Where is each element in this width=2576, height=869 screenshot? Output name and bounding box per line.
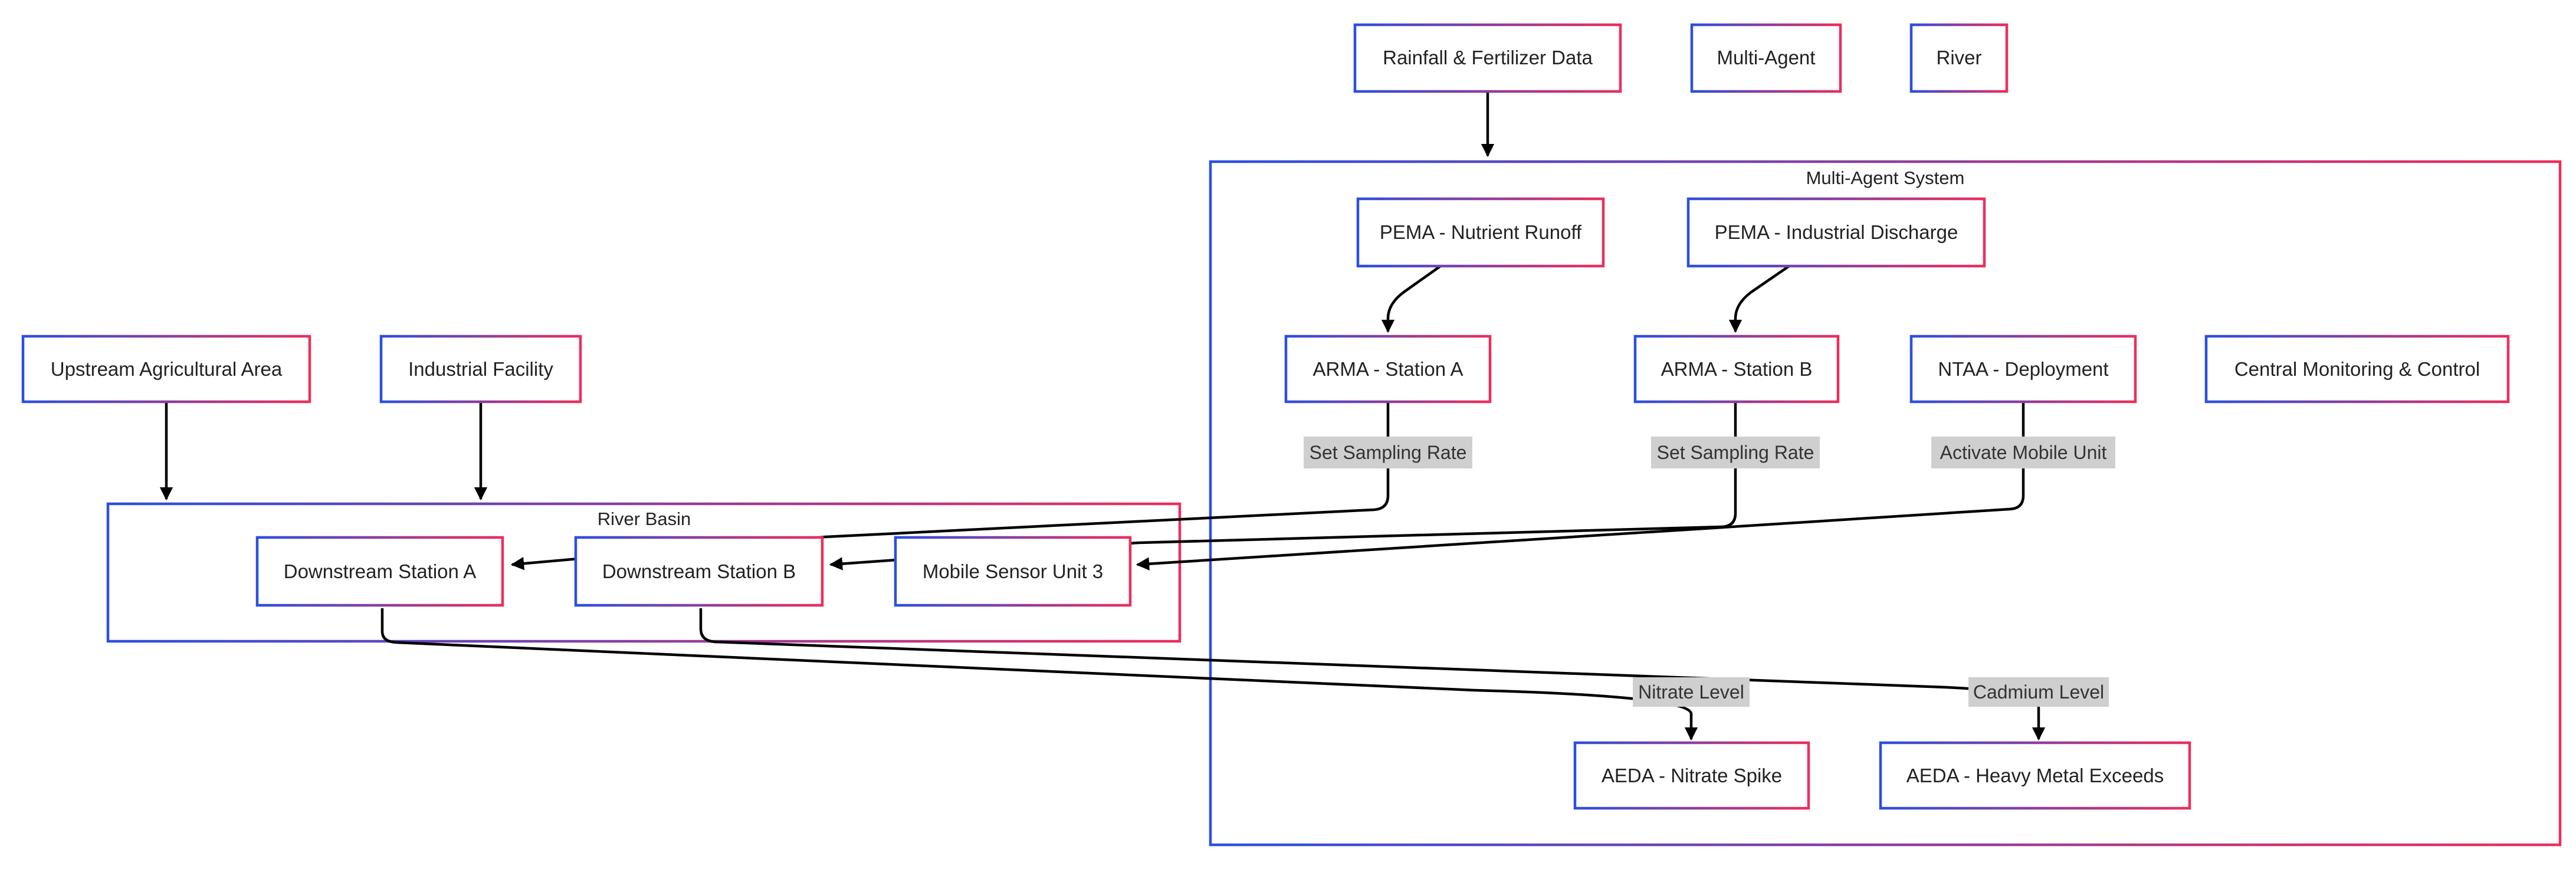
svg-text:Rainfall & Fertilizer Data: Rainfall & Fertilizer Data [1383,47,1593,68]
edge-pema-nutrient-to-arma-a [1381,265,1442,333]
svg-text:River: River [1936,47,1981,68]
svg-text:Set Sampling Rate: Set Sampling Rate [1657,442,1814,463]
svg-text:ARMA - Station B: ARMA - Station B [1661,358,1813,380]
svg-text:Set Sampling Rate: Set Sampling Rate [1310,442,1467,463]
edge-downstream-b-to-aeda-metal [699,608,2046,741]
group-multi-agent-system: Multi-Agent System [1209,160,2562,847]
svg-text:Downstream Station B: Downstream Station B [602,560,796,582]
node-downstream-station-a[interactable]: Downstream Station A [255,536,504,607]
node-arma-station-b[interactable]: ARMA - Station B [1633,335,1840,404]
node-pema-industrial-discharge[interactable]: PEMA - Industrial Discharge [1686,197,1986,268]
edge-labels: Set Sampling Rate Set Sampling Rate Acti… [1304,437,2115,707]
edge-ntaa-to-mobile-sensor [1136,402,2025,570]
svg-text:PEMA - Nutrient Runoff: PEMA - Nutrient Runoff [1380,221,1582,243]
edges [159,91,2046,741]
svg-text:Upstream Agricultural Area: Upstream Agricultural Area [51,358,283,380]
node-industrial-facility[interactable]: Industrial Facility [379,335,582,404]
svg-text:Mobile Sensor Unit 3: Mobile Sensor Unit 3 [923,560,1103,582]
svg-text:Cadmium Level: Cadmium Level [1973,681,2104,703]
svg-text:Multi-Agent: Multi-Agent [1717,47,1816,68]
node-upstream-agricultural-area[interactable]: Upstream Agricultural Area [21,335,311,404]
node-ntaa-deployment[interactable]: NTAA - Deployment [1909,335,2137,404]
edge-downstream-a-to-aeda-nitrate [380,608,1698,741]
node-river[interactable]: River [1909,23,2009,93]
node-central-monitoring-control[interactable]: Central Monitoring & Control [2204,335,2510,404]
svg-text:Downstream Station A: Downstream Station A [284,560,477,582]
svg-text:Nitrate Level: Nitrate Level [1638,681,1744,703]
edge-pema-industrial-to-arma-b [1728,265,1790,333]
node-rainfall-fertilizer-data[interactable]: Rainfall & Fertilizer Data [1353,23,1622,93]
svg-text:Activate Mobile Unit: Activate Mobile Unit [1940,442,2107,463]
group-river-basin: River Basin [106,502,1182,643]
edge-label-sampling-b: Set Sampling Rate [1651,437,1820,468]
nodes: Rainfall & Fertilizer Data Multi-Agent R… [21,23,2510,810]
node-mobile-sensor-unit-3[interactable]: Mobile Sensor Unit 3 [894,536,1132,607]
svg-text:NTAA - Deployment: NTAA - Deployment [1938,358,2108,380]
edge-label-sampling-a: Set Sampling Rate [1304,437,1472,468]
group-label-river-basin: River Basin [598,509,691,529]
edge-label-activate: Activate Mobile Unit [1931,437,2115,468]
svg-text:ARMA - Station A: ARMA - Station A [1313,358,1463,380]
svg-text:Industrial Facility: Industrial Facility [408,358,553,380]
node-aeda-heavy-metal-exceeds[interactable]: AEDA - Heavy Metal Exceeds [1879,741,2191,810]
node-pema-nutrient-runoff[interactable]: PEMA - Nutrient Runoff [1356,197,1605,268]
svg-text:AEDA - Nitrate Spike: AEDA - Nitrate Spike [1602,765,1782,786]
svg-text:PEMA - Industrial Discharge: PEMA - Industrial Discharge [1715,221,1958,243]
edge-arma-a-to-downstream-a [510,402,1390,570]
node-arma-station-a[interactable]: ARMA - Station A [1284,335,1492,404]
edge-label-cadmium: Cadmium Level [1968,677,2109,707]
node-aeda-nitrate-spike[interactable]: AEDA - Nitrate Spike [1573,741,1810,810]
svg-text:Central Monitoring & Control: Central Monitoring & Control [2234,358,2480,380]
node-multi-agent[interactable]: Multi-Agent [1690,23,1842,93]
node-downstream-station-b[interactable]: Downstream Station B [574,536,824,607]
group-label-multi-agent-system: Multi-Agent System [1806,168,1965,188]
edge-label-nitrate: Nitrate Level [1633,677,1750,707]
svg-text:AEDA - Heavy Metal Exceeds: AEDA - Heavy Metal Exceeds [1906,765,2164,786]
